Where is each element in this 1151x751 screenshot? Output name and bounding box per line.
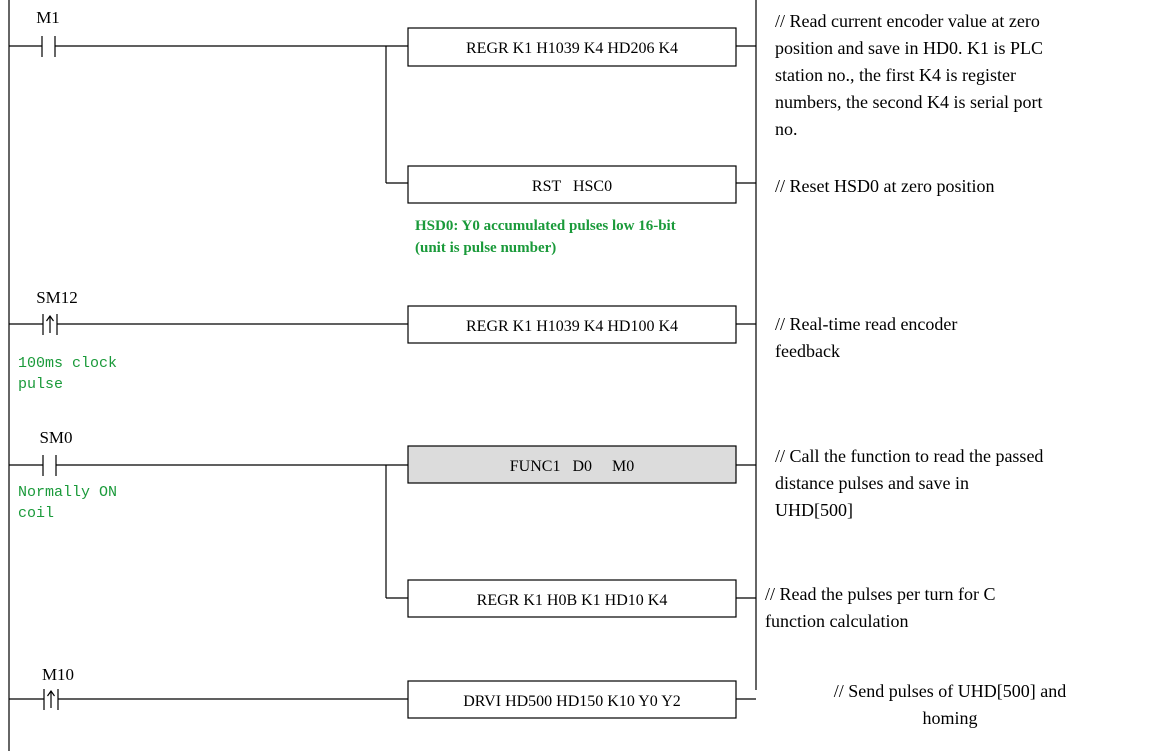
instruction-text: DRVI HD500 HD150 K10 Y0 Y2 — [463, 693, 681, 710]
svg-text:numbers, the second K4 is ser: numbers, the second K4 is serial port — [775, 92, 1042, 112]
rung-m10: M10 DRVI HD500 HD150 K10 Y0 Y2 // Send p… — [9, 665, 1066, 728]
svg-text:UHD[500]: UHD[500] — [775, 500, 853, 520]
contact-label: SM0 — [39, 428, 72, 447]
comment: // Call the function to read the passed … — [775, 446, 1043, 520]
svg-text:homing: homing — [922, 708, 977, 728]
contact-note: Normally ON — [18, 484, 117, 501]
instruction-text: RST HSC0 — [532, 178, 612, 195]
svg-text:distance pulses and save in: distance pulses and save in — [775, 473, 969, 493]
svg-text:station no., the first K4 is r: station no., the first K4 is register — [775, 65, 1016, 85]
rising-edge-contact-icon — [9, 689, 408, 710]
contact-label: SM12 — [36, 288, 78, 307]
instruction-text: REGR K1 H0B K1 HD10 K4 — [477, 592, 668, 609]
function-block-box[interactable]: FUNC1 D0 M0 — [407, 445, 737, 484]
rung-m1: M1 REGR K1 H1039 K4 HD206 K4 RST HSC0 HS… — [9, 8, 1043, 256]
comment: // Read current encoder value at zero po… — [775, 11, 1043, 139]
register-note: (unit is pulse number) — [415, 240, 556, 256]
rising-edge-contact-icon — [9, 314, 408, 335]
svg-text:// Call the function to read t: // Call the function to read the passed — [775, 446, 1043, 466]
comment: // Reset HSD0 at zero position — [775, 176, 994, 196]
svg-text:// Read current encoder value: // Read current encoder value at zero — [775, 11, 1040, 31]
contact-note: coil — [18, 505, 54, 522]
svg-text:// Real-time read encoder: // Real-time read encoder — [775, 314, 957, 334]
instruction-box[interactable]: DRVI HD500 HD150 K10 Y0 Y2 — [407, 680, 737, 719]
comment: // Read the pulses per turn for C functi… — [765, 584, 995, 631]
svg-text:// Send pulses of UHD[500] and: // Send pulses of UHD[500] and — [834, 681, 1066, 701]
instruction-text: FUNC1 D0 M0 — [510, 458, 634, 475]
contact-note: 100ms clock — [18, 355, 117, 372]
svg-text:feedback: feedback — [775, 341, 840, 361]
comment: // Send pulses of UHD[500] and homing — [834, 681, 1066, 728]
normally-open-contact-icon — [9, 455, 386, 476]
contact-note: pulse — [18, 376, 63, 393]
contact-label: M1 — [36, 8, 60, 27]
comment: // Real-time read encoder feedback — [775, 314, 957, 361]
svg-text:function calculation: function calculation — [765, 611, 908, 631]
svg-text:no.: no. — [775, 119, 798, 139]
instruction-box[interactable]: REGR K1 H1039 K4 HD100 K4 — [407, 305, 737, 344]
rung-sm12: SM12 100ms clock pulse REGR K1 H1039 K4 … — [9, 288, 957, 393]
instruction-box[interactable]: RST HSC0 — [407, 165, 737, 204]
rung-sm0: SM0 Normally ON coil FUNC1 D0 M0 REGR K1… — [9, 428, 1043, 631]
svg-text:// Reset HSD0 at zero position: // Reset HSD0 at zero position — [775, 176, 994, 196]
normally-open-contact-icon — [9, 36, 386, 57]
instruction-text: REGR K1 H1039 K4 HD206 K4 — [466, 40, 678, 57]
instruction-box[interactable]: REGR K1 H0B K1 HD10 K4 — [407, 579, 737, 618]
instruction-text: REGR K1 H1039 K4 HD100 K4 — [466, 318, 678, 335]
instruction-box[interactable]: REGR K1 H1039 K4 HD206 K4 — [407, 27, 737, 67]
svg-text:position and save in HD0. K1 i: position and save in HD0. K1 is PLC — [775, 38, 1043, 58]
svg-text:// Read the pulses per turn fo: // Read the pulses per turn for C — [765, 584, 995, 604]
register-note: HSD0: Y0 accumulated pulses low 16-bit — [415, 218, 676, 234]
contact-label: M10 — [42, 665, 74, 684]
